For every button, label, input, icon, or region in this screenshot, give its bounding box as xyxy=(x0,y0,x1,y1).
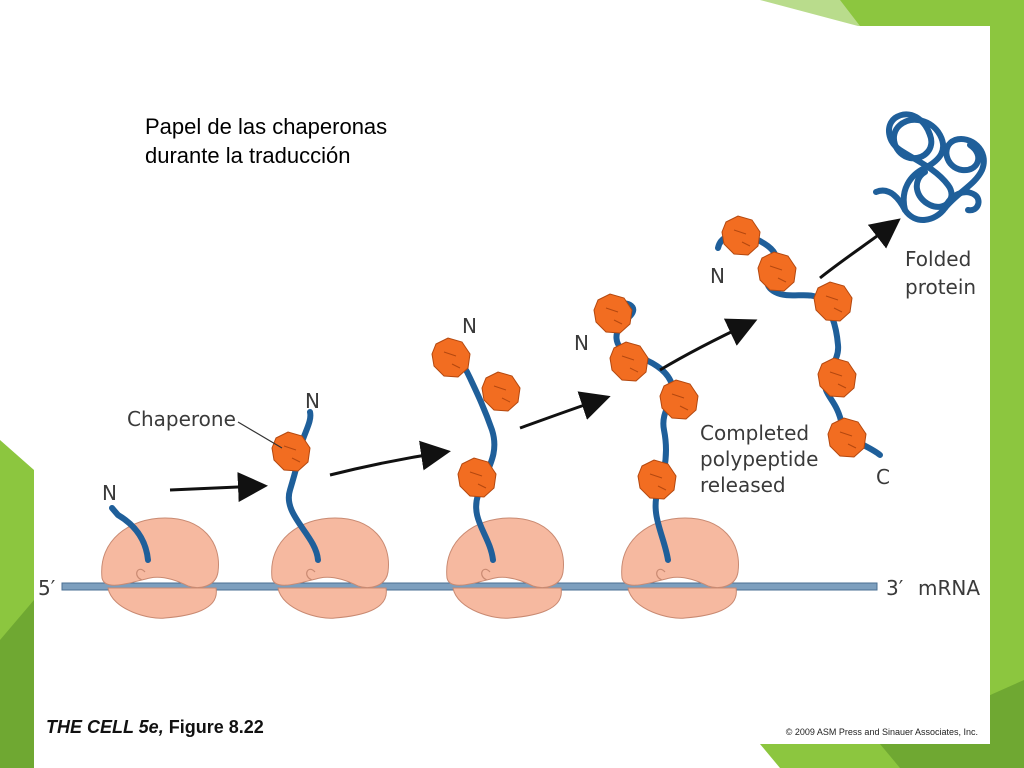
copyright-notice: © 2009 ASM Press and Sinauer Associates,… xyxy=(785,727,978,737)
n-terminus-stage-2: N xyxy=(305,389,320,413)
folded-label-line-2: protein xyxy=(905,275,976,299)
chaperone-released-a xyxy=(827,417,867,458)
mrna-label: mRNA xyxy=(918,576,980,600)
caption-book: THE CELL 5e, xyxy=(46,717,164,737)
mrna-3-prime-label: 3′ xyxy=(886,576,904,600)
chaperone-stage-3c xyxy=(431,337,471,378)
polypeptide-stage-1 xyxy=(109,505,151,563)
chaperone-stage-4a xyxy=(637,459,677,500)
arrow-to-folded xyxy=(819,218,901,280)
figure-caption: THE CELL 5e, Figure 8.22 xyxy=(46,717,264,738)
slide-title: Papel de las chaperonas durante la tradu… xyxy=(145,112,387,170)
completed-label-line-2: polypeptide xyxy=(700,447,818,471)
chaperone-released-e xyxy=(721,215,761,256)
chaperone-stage-3b xyxy=(481,371,521,412)
ribosome-stage-1 xyxy=(101,517,220,619)
arrow-stage-2-to-3 xyxy=(329,440,451,477)
green-left-bar-dark xyxy=(0,600,34,768)
ribosome-stage-2 xyxy=(271,517,390,619)
title-line-1: Papel de las chaperonas xyxy=(145,114,388,139)
n-terminus-stage-3: N xyxy=(462,314,477,338)
arrow-stage-1-to-2 xyxy=(169,472,268,503)
chaperone-released-d xyxy=(757,251,797,292)
title-line-2: durante la traducción xyxy=(145,143,351,168)
completed-label-line-1: Completed xyxy=(700,421,809,445)
c-terminus-released: C xyxy=(876,465,890,489)
ribosome-stage-4 xyxy=(621,517,740,619)
chaperone-stage-4c xyxy=(609,341,649,382)
chaperone-leader-line xyxy=(237,421,283,449)
mrna-5-prime-label: 5′ xyxy=(38,576,56,600)
green-right-bar xyxy=(990,26,1024,768)
completed-label-line-3: released xyxy=(700,473,786,497)
chaperone-stage-4d xyxy=(593,293,633,334)
folded-protein xyxy=(873,111,987,223)
n-terminus-stage-1: N xyxy=(102,481,117,505)
arrow-stage-3-to-4 xyxy=(519,391,611,430)
folded-label-line-1: Folded xyxy=(905,247,971,271)
n-terminus-stage-4: N xyxy=(574,331,589,355)
chaperone-label: Chaperone xyxy=(127,407,236,431)
chaperone-released-c xyxy=(813,281,853,322)
n-terminus-released: N xyxy=(710,264,725,288)
ribosome-stage-3 xyxy=(446,517,565,619)
arrow-stage-4-to-5 xyxy=(659,318,758,372)
caption-figure: Figure 8.22 xyxy=(168,717,264,737)
